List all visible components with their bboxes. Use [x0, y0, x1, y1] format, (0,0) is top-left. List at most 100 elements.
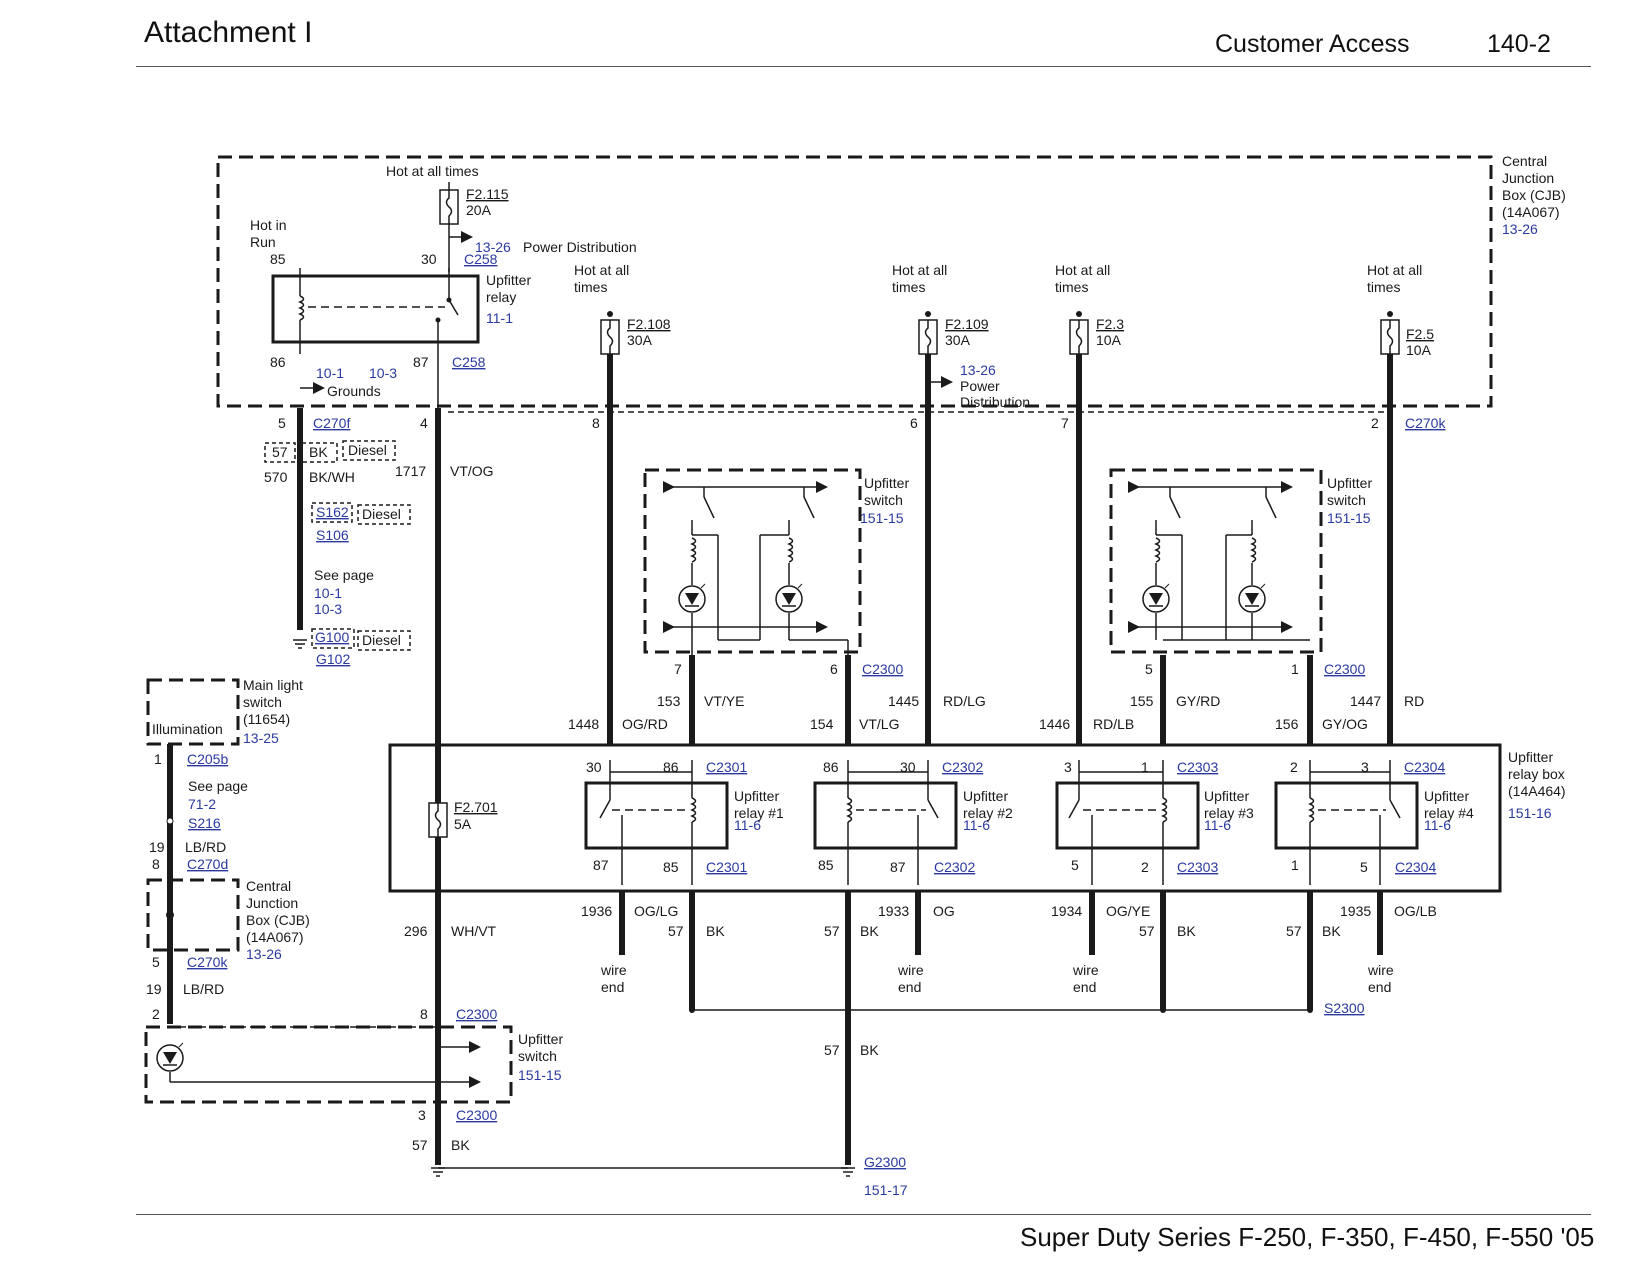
- connector-c270d[interactable]: C270d: [187, 856, 228, 872]
- wire-1935: 1935: [1340, 903, 1371, 919]
- wire-1935-color: OG/LB: [1394, 903, 1437, 919]
- main-light-ref[interactable]: 13-25: [243, 730, 279, 746]
- wire-1447-color: RD: [1404, 693, 1424, 709]
- diesel-tag-bk: BK: [309, 444, 328, 460]
- relay-2-conn-bot[interactable]: C2302: [934, 859, 975, 875]
- relay-2-pin-86: 86: [823, 759, 839, 775]
- ground-g2300-icon: [840, 1167, 856, 1177]
- see-page-ref-1[interactable]: 10-1: [314, 585, 342, 601]
- see-page-2-ref[interactable]: 71-2: [188, 796, 216, 812]
- relay-2-name-2: relay #2: [963, 805, 1013, 821]
- wire-end-1b: end: [601, 979, 624, 995]
- relay-box-label-2: relay box: [1508, 766, 1565, 782]
- cjb-label-3: Box (CJB): [1502, 187, 1566, 203]
- cjb2-label-3: Box (CJB): [246, 912, 310, 928]
- splice-s2300[interactable]: S2300: [1324, 1000, 1365, 1016]
- cjb-pin-5: 5: [278, 415, 286, 431]
- bottom-switch-ref[interactable]: 151-15: [518, 1067, 562, 1083]
- diesel-tag-2: Diesel: [362, 506, 401, 522]
- splice-s106[interactable]: S106: [316, 527, 349, 543]
- relay-box-label-1: Upfitter: [1508, 749, 1553, 765]
- switch-b-pin-1: 1: [1291, 661, 1299, 677]
- switch-b-connector[interactable]: C2300: [1324, 661, 1365, 677]
- c270d-pin-8: 8: [152, 856, 160, 872]
- hot-in-run-2: Run: [250, 234, 276, 250]
- relay-1-conn-bot[interactable]: C2301: [706, 859, 747, 875]
- relay-3-ref[interactable]: 11-6: [1204, 817, 1231, 833]
- relay-2-conn-top[interactable]: C2302: [942, 759, 983, 775]
- cjb-ref[interactable]: 13-26: [1502, 221, 1538, 237]
- fuse-f2115-rating: 20A: [466, 202, 492, 218]
- relay-4-conn-bot[interactable]: C2304: [1395, 859, 1436, 875]
- upfitter-relay-box: [388, 743, 1502, 893]
- cjb-small: [146, 878, 240, 952]
- cjb2-label-1: Central: [246, 878, 291, 894]
- ground-g2300[interactable]: G2300: [864, 1154, 906, 1170]
- splice-s216[interactable]: S216: [188, 815, 221, 831]
- pd2-ref[interactable]: 13-26: [960, 362, 996, 378]
- cjb2-ref[interactable]: 13-26: [246, 946, 282, 962]
- see-page-ref-2[interactable]: 10-3: [314, 601, 342, 617]
- switch-b-ref[interactable]: 151-15: [1327, 510, 1371, 526]
- wire-57-center: 57: [824, 1042, 840, 1058]
- bottom-switch-pin-2: 2: [152, 1006, 160, 1022]
- wire-1936: 1936: [581, 903, 612, 919]
- switch-a-led-2-icon: [775, 583, 803, 613]
- upfitter-relay-ref[interactable]: 11-1: [486, 310, 513, 326]
- upfitter-relay-label-2: relay: [486, 289, 516, 305]
- wire-155: 155: [1130, 693, 1154, 709]
- connector-c270f[interactable]: C270f: [313, 415, 350, 431]
- footer-title: Super Duty Series F-250, F-350, F-450, F…: [1020, 1222, 1595, 1252]
- pd-ref[interactable]: 13-26: [475, 239, 511, 255]
- bottom-switch-conn-top[interactable]: C2300: [456, 1006, 497, 1022]
- relay-2-pin-30: 30: [900, 759, 916, 775]
- ground-ref-1[interactable]: 10-1: [316, 365, 344, 381]
- connector-c270k-bottom[interactable]: C270k: [187, 954, 228, 970]
- fuse-f2109-id: F2.109: [945, 316, 989, 332]
- relay-box-ref[interactable]: 151-16: [1508, 805, 1552, 821]
- hot-label-f2109-1: Hot at all: [892, 262, 947, 278]
- wire-1448-color: OG/RD: [622, 716, 668, 732]
- connector-c270k-top[interactable]: C270k: [1405, 415, 1446, 431]
- relay-3-conn-top[interactable]: C2303: [1177, 759, 1218, 775]
- fuse-f2108: [600, 319, 620, 355]
- relay-2-ref[interactable]: 11-6: [963, 817, 990, 833]
- relay-4-conn-top[interactable]: C2304: [1404, 759, 1445, 775]
- switch-a-label-1: Upfitter: [864, 475, 909, 491]
- fuse-f23-rating: 10A: [1096, 332, 1122, 348]
- cjb2-label-4: (14A067): [246, 929, 304, 945]
- upfitter-relay-label-1: Upfitter: [486, 272, 531, 288]
- wire-19-a-color: LB/RD: [185, 839, 226, 855]
- main-light-pin-1: 1: [154, 751, 162, 767]
- connector-c258-bottom[interactable]: C258: [452, 354, 486, 370]
- ground-g102[interactable]: G102: [316, 651, 350, 667]
- pd2-label-1: Power: [960, 378, 1000, 394]
- wire-57-b: 57: [824, 923, 840, 939]
- hot-label-f2108-1: Hot at all: [574, 262, 629, 278]
- wire-1934-color: OG/YE: [1106, 903, 1150, 919]
- ground-g100[interactable]: G100: [315, 629, 349, 645]
- diesel-tag: Diesel: [348, 442, 387, 458]
- ground-g2300-ref[interactable]: 151-17: [864, 1182, 908, 1198]
- connector-c205b[interactable]: C205b: [187, 751, 228, 767]
- bottom-switch-conn-bot[interactable]: C2300: [456, 1107, 497, 1123]
- wire-end-4b: end: [1368, 979, 1391, 995]
- switch-a-ref[interactable]: 151-15: [860, 510, 904, 526]
- wire-1936-color: OG/LG: [634, 903, 678, 919]
- relay-3-conn-bot[interactable]: C2303: [1177, 859, 1218, 875]
- splice-s162[interactable]: S162: [316, 504, 349, 520]
- connector-c258-top[interactable]: C258: [464, 251, 498, 267]
- header-rule: [136, 66, 1591, 67]
- relay-1-conn-top[interactable]: C2301: [706, 759, 747, 775]
- switch-a-connector[interactable]: C2300: [862, 661, 903, 677]
- upfitter-switch-bottom: [144, 1025, 513, 1104]
- ground-ref-2[interactable]: 10-3: [369, 365, 397, 381]
- relay-4-ref[interactable]: 11-6: [1424, 817, 1451, 833]
- relay-1: [584, 760, 729, 885]
- relay-1-pin-85: 85: [663, 859, 679, 875]
- relay-2-pin-85: 85: [818, 857, 834, 873]
- relay-1-ref[interactable]: 11-6: [734, 817, 761, 833]
- page-number: 140-2: [1487, 30, 1551, 58]
- wire-19-b-color: LB/RD: [183, 981, 224, 997]
- hot-label-f25-2: times: [1367, 279, 1400, 295]
